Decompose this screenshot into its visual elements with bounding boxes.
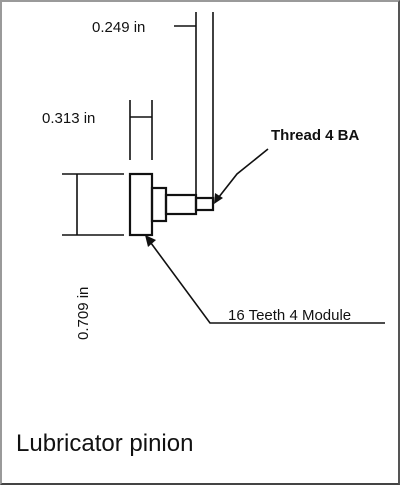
teeth-leader [147,238,385,324]
diagram-caption: Lubricator pinion [16,430,194,457]
teeth-callout: 16 Teeth 4 Module [145,235,385,324]
label-teeth: 16 Teeth 4 Module [228,307,351,324]
label-thread: Thread 4 BA [271,127,360,144]
gear-body [128,172,154,237]
thread-leader [214,148,269,203]
dimension-mid-width: 0.313 in [42,100,153,160]
shaft-collar [164,193,198,216]
dimension-height: 0.709 in [62,173,124,340]
label-mid-width: 0.313 in [42,110,95,127]
thread-arrowhead [214,193,223,204]
thread-callout: Thread 4 BA [214,127,360,204]
threaded-end [194,196,215,212]
label-height: 0.709 in [75,287,92,340]
teeth-arrowhead [145,235,156,247]
label-top-width: 0.249 in [92,19,145,36]
pinion-outline [128,172,215,237]
gear-hub [150,186,168,223]
dimension-top-width: 0.249 in [92,12,214,197]
